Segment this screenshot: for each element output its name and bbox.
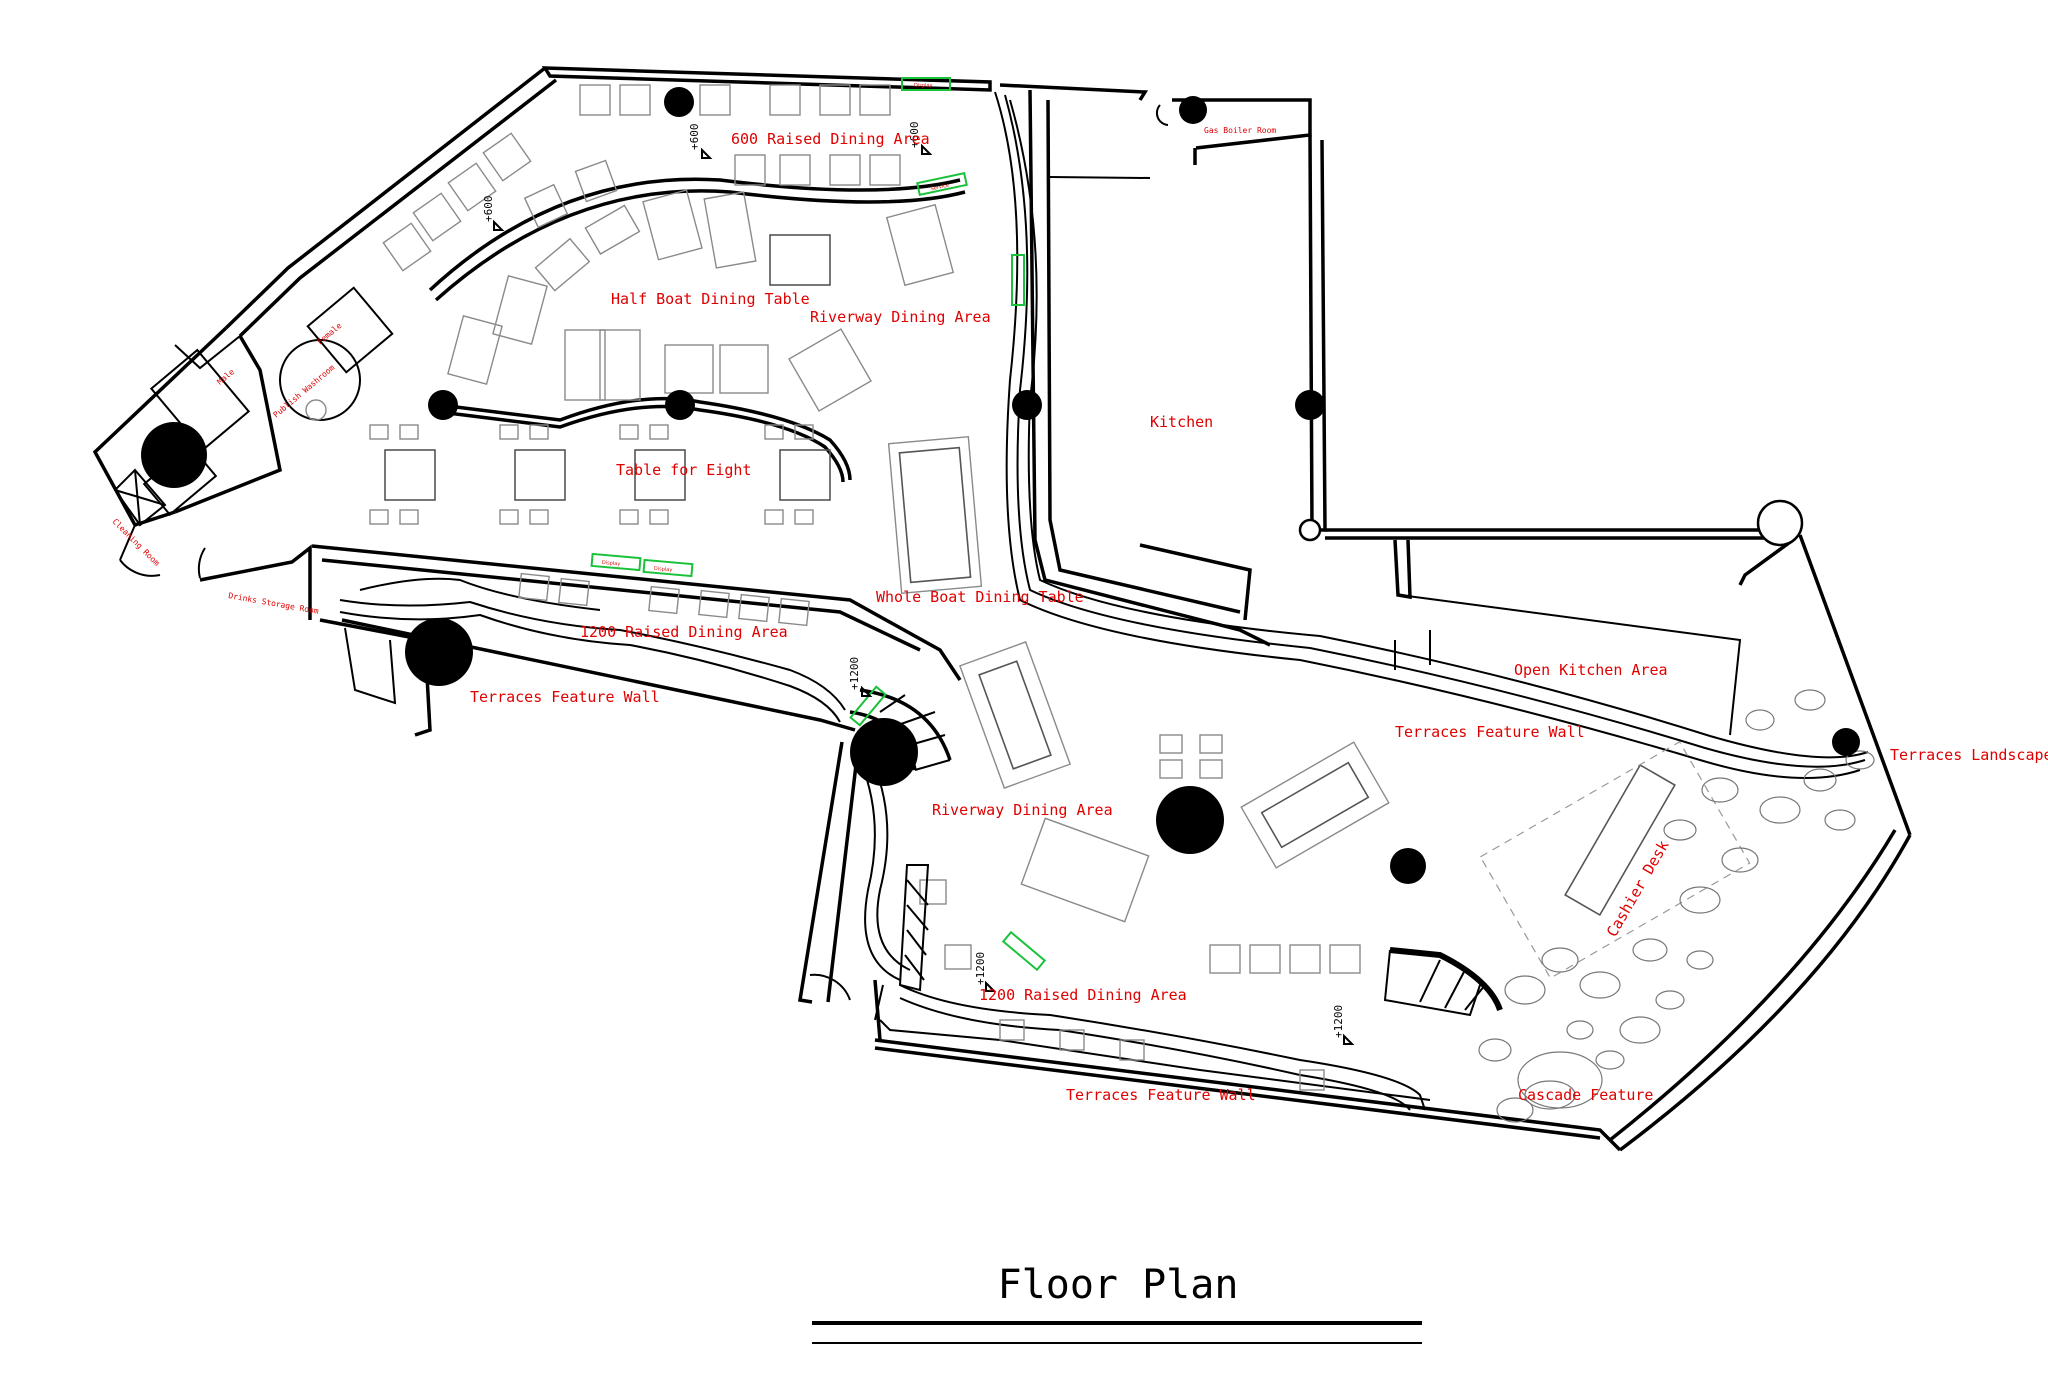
label-terraces-feature-wall-left: Terraces Feature Wall <box>470 688 660 706</box>
sign-text: Display <box>914 83 932 89</box>
level-marker: +600 <box>688 124 701 151</box>
label-drinks-storage-room: Drinks Storage Room <box>228 591 320 616</box>
sign-text: Service <box>930 183 949 193</box>
sign-display-6 <box>1001 930 1047 972</box>
stairs <box>849 688 1503 1017</box>
label-table-for-eight: Table for Eight <box>616 461 751 479</box>
label-terraces-feature-wall-mid: Terraces Feature Wall <box>1395 723 1585 741</box>
level-marker: +1200 <box>848 657 861 690</box>
sign-display-1: Display <box>901 77 951 91</box>
display-signs: Display Service Display Display <box>590 77 1047 972</box>
page-title: Floor Plan <box>998 1262 1239 1308</box>
label-terraces-landscape: Terraces Landscape <box>1890 746 2048 764</box>
label-kitchen: Kitchen <box>1150 413 1213 431</box>
label-cashier-desk: Cashier Desk <box>1603 837 1673 940</box>
sign-display-3: Display <box>590 552 642 572</box>
label-riverway-dining-area-bottom: Riverway Dining Area <box>932 801 1113 819</box>
label-1200-raised-dining-top: 1200 Raised Dining Area <box>580 623 788 641</box>
columns <box>141 87 1860 884</box>
label-terraces-feature-wall-bottom: Terraces Feature Wall <box>1066 1086 1256 1104</box>
sign-text: Display <box>602 560 621 568</box>
terrace-channels <box>339 91 1869 1111</box>
sign-display-2 <box>1011 254 1025 306</box>
level-marker: +1200 <box>974 952 987 985</box>
sign-display-4: Display <box>642 558 694 578</box>
furniture <box>113 84 1751 1091</box>
label-female-washroom: Female <box>316 321 344 347</box>
rock-landscape <box>1478 689 1875 1123</box>
sign-service: Service <box>916 171 968 197</box>
label-1200-raised-dining-bottom: 1200 Raised Dining Area <box>979 986 1187 1004</box>
label-riverway-dining-area-top: Riverway Dining Area <box>810 308 991 326</box>
level-markers: +600 +600 +600 +1200 +1200 +1200 <box>482 122 1355 1045</box>
sign-text: Display <box>654 566 673 574</box>
exterior-walls <box>92 66 1912 1152</box>
label-600-raised-dining: 600 Raised Dining Area <box>731 130 930 148</box>
level-marker: +1200 <box>1332 1005 1345 1038</box>
label-half-boat-dining-table: Half Boat Dining Table <box>611 290 810 308</box>
drawing-title: Floor Plan <box>812 1262 1422 1344</box>
level-marker: +600 <box>908 122 921 149</box>
room-labels: 600 Raised Dining Area Gas Boiler Room H… <box>111 126 2048 1104</box>
level-marker: +600 <box>482 196 495 223</box>
label-open-kitchen-area: Open Kitchen Area <box>1514 661 1668 679</box>
label-cascade-feature: Cascade Feature <box>1518 1086 1653 1104</box>
sign-display-5 <box>849 685 887 727</box>
label-whole-boat-dining-table: Whole Boat Dining Table <box>876 588 1084 606</box>
label-gas-boiler-room: Gas Boiler Room <box>1204 126 1276 135</box>
